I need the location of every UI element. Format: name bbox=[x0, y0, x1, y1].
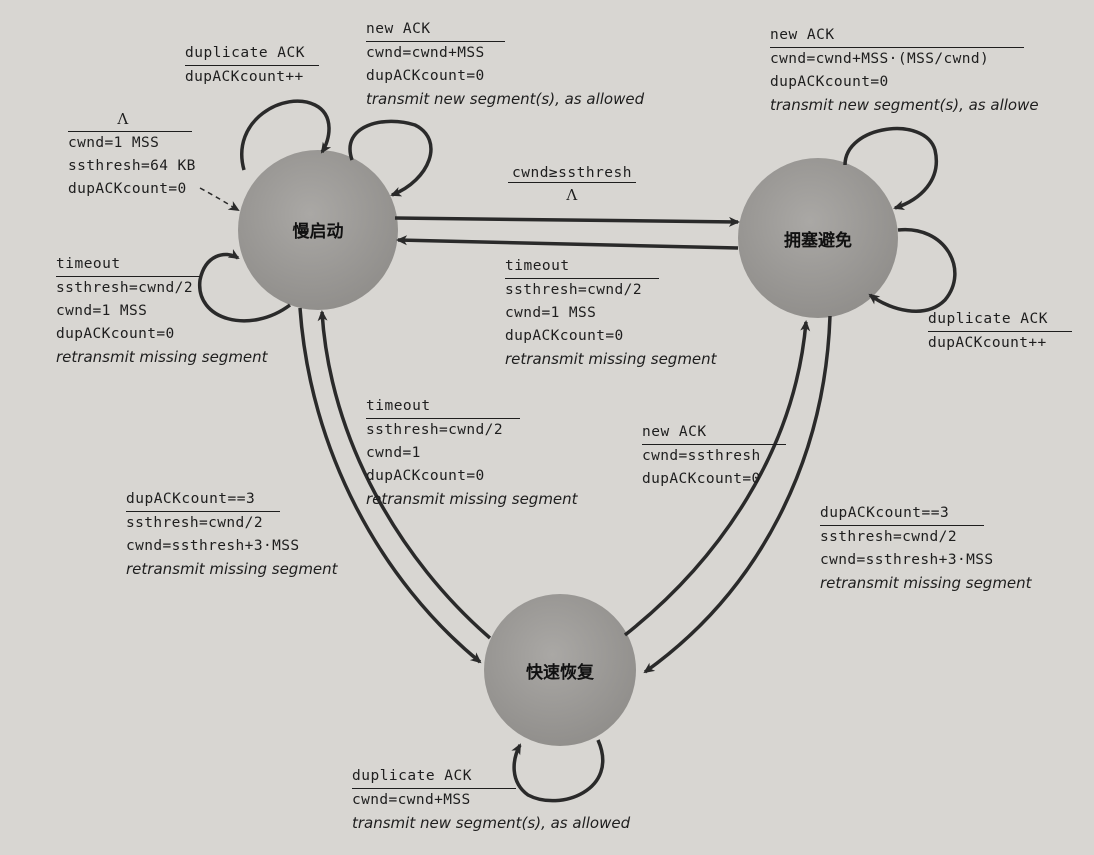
ss-timeout-action: ssthresh=cwnd/2 bbox=[56, 280, 193, 296]
ss-timeout-action: cwnd=1 MSS bbox=[56, 303, 148, 319]
arrow-fr-to-ca bbox=[623, 320, 811, 637]
state-slow-start bbox=[238, 150, 398, 310]
fr-to-ss-note: retransmit missing segment bbox=[366, 490, 578, 508]
ss-to-fr-note: retransmit missing segment bbox=[126, 560, 338, 578]
arrow-fr-to-ss bbox=[317, 310, 492, 640]
fr-dupack-transition: duplicate ACK cwnd=cwnd+MSS transmit new… bbox=[352, 765, 630, 835]
ca-newack-action: dupACKcount=0 bbox=[770, 74, 889, 90]
initial-action: dupACKcount=0 bbox=[68, 181, 187, 197]
fr-to-ss-transition: timeout ssthresh=cwnd/2 cwnd=1 dupACKcou… bbox=[366, 395, 578, 511]
ss-timeout-event: timeout bbox=[56, 253, 200, 277]
ca-to-ss-note: retransmit missing segment bbox=[505, 350, 717, 368]
initial-event: Λ bbox=[68, 108, 192, 132]
arrow-ss-to-ca bbox=[394, 216, 740, 227]
fr-to-ss-event: timeout bbox=[366, 395, 520, 419]
ca-to-ss-action: ssthresh=cwnd/2 bbox=[505, 282, 642, 298]
ca-to-fr-transition: dupACKcount==3 ssthresh=cwnd/2 cwnd=ssth… bbox=[820, 502, 1032, 595]
ss-newack-note: transmit new segment(s), as allowed bbox=[366, 90, 645, 108]
ca-to-ss-event: timeout bbox=[505, 255, 659, 279]
ss-dupack-event: duplicate ACK bbox=[185, 42, 319, 66]
ca-to-fr-note: retransmit missing segment bbox=[820, 574, 1032, 592]
arrow-ca-dupack-loop bbox=[868, 228, 957, 313]
state-congestion-avoidance bbox=[738, 158, 898, 318]
ss-to-fr-action: cwnd=ssthresh+3·MSS bbox=[126, 538, 300, 554]
fr-dupack-action: cwnd=cwnd+MSS bbox=[352, 792, 471, 808]
fr-to-ca-transition: new ACK cwnd=ssthresh dupACKcount=0 bbox=[642, 421, 786, 491]
ss-to-ca-transition: cwnd≥ssthresh Λ bbox=[508, 165, 636, 204]
arrow-initial bbox=[199, 187, 240, 212]
ca-newack-action: cwnd=cwnd+MSS·(MSS/cwnd) bbox=[770, 51, 990, 67]
ss-newack-action: cwnd=cwnd+MSS bbox=[366, 45, 485, 61]
ss-newack-event: new ACK bbox=[366, 18, 505, 42]
ss-newack-action: dupACKcount=0 bbox=[366, 68, 485, 84]
ss-to-fr-transition: dupACKcount==3 ssthresh=cwnd/2 cwnd=ssth… bbox=[126, 488, 338, 581]
ss-to-fr-event: dupACKcount==3 bbox=[126, 488, 280, 512]
arrow-ss-to-fr bbox=[298, 307, 482, 664]
ss-to-ca-event: cwnd≥ssthresh bbox=[508, 165, 636, 183]
fr-to-ss-action: ssthresh=cwnd/2 bbox=[366, 422, 503, 438]
ca-dupack-event: duplicate ACK bbox=[928, 308, 1072, 332]
congestion-avoidance-label: 拥塞避免 bbox=[784, 231, 852, 251]
fr-to-ca-event: new ACK bbox=[642, 421, 786, 445]
arrow-ss-newack-loop bbox=[348, 119, 433, 197]
ca-to-fr-action: cwnd=ssthresh+3·MSS bbox=[820, 552, 994, 568]
arrow-ca-newack-loop bbox=[843, 126, 939, 211]
ca-newack-transition: new ACK cwnd=cwnd+MSS·(MSS/cwnd) dupACKc… bbox=[770, 24, 1039, 117]
fast-recovery-label: 快速恢复 bbox=[526, 663, 594, 683]
ss-newack-transition: new ACK cwnd=cwnd+MSS dupACKcount=0 tran… bbox=[366, 18, 644, 111]
ca-dupack-transition: duplicate ACK dupACKcount++ bbox=[928, 308, 1072, 355]
slow-start-label: 慢启动 bbox=[292, 222, 344, 242]
state-fast-recovery bbox=[484, 594, 636, 746]
fr-dupack-note: transmit new segment(s), as allowed bbox=[352, 814, 631, 832]
ss-timeout-transition: timeout ssthresh=cwnd/2 cwnd=1 MSS dupAC… bbox=[56, 253, 268, 369]
ss-to-ca-action: Λ bbox=[566, 186, 578, 204]
initial-transition: Λ cwnd=1 MSS ssthresh=64 KB dupACKcount=… bbox=[68, 108, 196, 201]
ss-timeout-note: retransmit missing segment bbox=[56, 348, 268, 366]
arrow-ca-to-fr bbox=[643, 315, 832, 674]
ca-to-ss-transition: timeout ssthresh=cwnd/2 cwnd=1 MSS dupAC… bbox=[505, 255, 717, 371]
ss-timeout-action: dupACKcount=0 bbox=[56, 326, 175, 342]
initial-action: cwnd=1 MSS bbox=[68, 135, 160, 151]
ss-dupack-action: dupACKcount++ bbox=[185, 69, 304, 85]
fr-to-ca-action: cwnd=ssthresh bbox=[642, 448, 761, 464]
ca-dupack-action: dupACKcount++ bbox=[928, 335, 1047, 351]
ca-newack-note: transmit new segment(s), as allowe bbox=[770, 96, 1039, 114]
ss-to-fr-action: ssthresh=cwnd/2 bbox=[126, 515, 263, 531]
arrow-ss-dupack-loop bbox=[240, 99, 332, 171]
arrow-ca-to-ss bbox=[396, 235, 739, 250]
ss-dupack-transition: duplicate ACK dupACKcount++ bbox=[185, 42, 319, 89]
fr-to-ca-action: dupACKcount=0 bbox=[642, 471, 761, 487]
fr-dupack-event: duplicate ACK bbox=[352, 765, 516, 789]
fr-to-ss-action: dupACKcount=0 bbox=[366, 468, 485, 484]
fr-to-ss-action: cwnd=1 bbox=[366, 445, 421, 461]
ca-to-ss-action: cwnd=1 MSS bbox=[505, 305, 597, 321]
ca-to-fr-action: ssthresh=cwnd/2 bbox=[820, 529, 957, 545]
ca-to-ss-action: dupACKcount=0 bbox=[505, 328, 624, 344]
ca-to-fr-event: dupACKcount==3 bbox=[820, 502, 984, 526]
ca-newack-event: new ACK bbox=[770, 24, 1024, 48]
arrow-ss-timeout-loop bbox=[198, 249, 292, 323]
arrow-fr-dupack-loop bbox=[511, 739, 605, 803]
initial-action: ssthresh=64 KB bbox=[68, 158, 196, 174]
